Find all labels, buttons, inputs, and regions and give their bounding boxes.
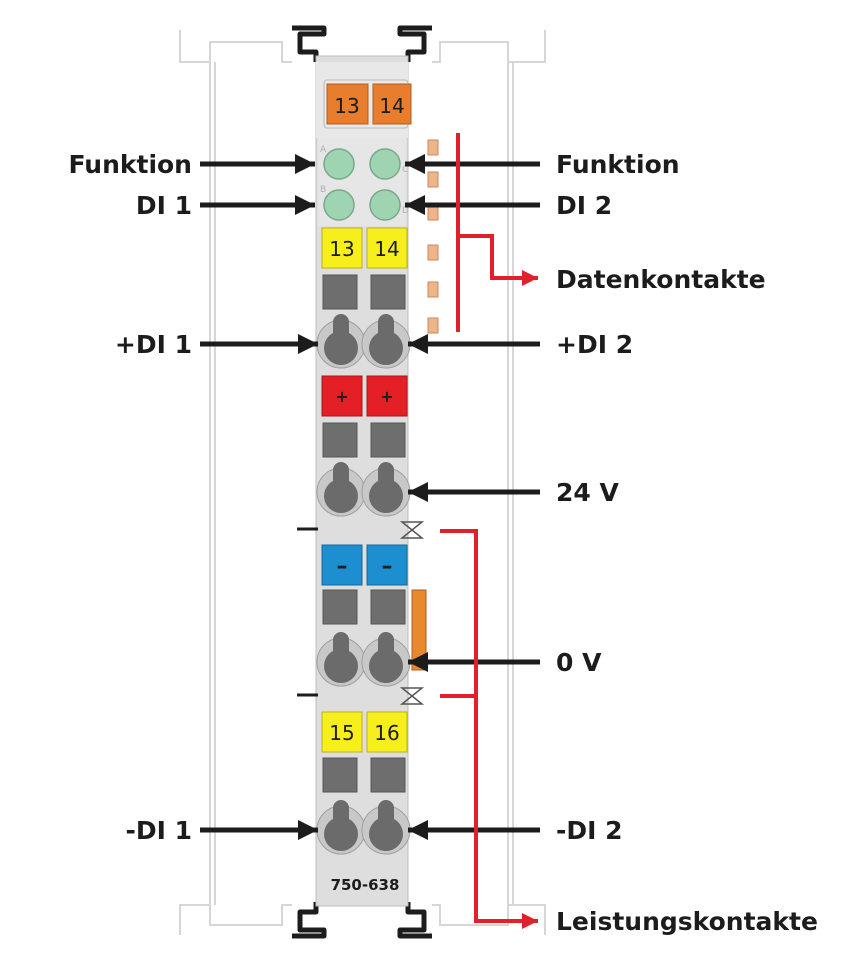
led-a-label: A bbox=[320, 145, 327, 155]
label-minus-di2: -DI 2 bbox=[556, 816, 623, 845]
top-marker-left-text: 13 bbox=[334, 94, 359, 118]
pointer-arrows bbox=[200, 154, 540, 840]
plus-right-text: + bbox=[380, 387, 393, 406]
led-a bbox=[323, 148, 355, 180]
power-section bbox=[297, 521, 427, 705]
clamp-openings bbox=[316, 314, 411, 855]
top-marker-right-text: 14 bbox=[379, 94, 404, 118]
tag-15-text: 15 bbox=[329, 721, 354, 745]
release-slots bbox=[322, 274, 406, 793]
label-plus-di2: +DI 2 bbox=[556, 330, 633, 359]
led-group: A B C D bbox=[320, 145, 409, 221]
data-contacts-bracket bbox=[456, 133, 538, 332]
led-d bbox=[369, 189, 401, 221]
minus-tags: – – bbox=[321, 544, 408, 586]
label-24v: 24 V bbox=[556, 478, 619, 507]
tag-13-text: 13 bbox=[329, 237, 354, 261]
led-b-label: B bbox=[320, 185, 326, 195]
minus-right-text: – bbox=[382, 554, 393, 579]
tag-16-text: 16 bbox=[374, 721, 399, 745]
label-datenkontakte: Datenkontakte bbox=[556, 265, 766, 294]
top-marker-strip: 13 14 bbox=[323, 79, 412, 129]
power-contacts-bracket bbox=[440, 529, 538, 929]
led-b bbox=[323, 189, 355, 221]
label-minus-di1: -DI 1 bbox=[125, 816, 192, 845]
label-di1: DI 1 bbox=[136, 191, 192, 220]
led-c bbox=[369, 148, 401, 180]
label-funktion-left: Funktion bbox=[68, 150, 192, 179]
plus-left-text: + bbox=[335, 387, 348, 406]
label-funktion-right: Funktion bbox=[556, 150, 680, 179]
tag-14-text: 14 bbox=[374, 237, 399, 261]
data-contacts bbox=[427, 139, 439, 334]
labels: Funktion DI 1 Funktion DI 2 Datenkontakt… bbox=[68, 150, 818, 936]
model-number: 750-638 bbox=[331, 876, 400, 894]
minus-left-text: – bbox=[337, 554, 348, 579]
label-0v: 0 V bbox=[556, 648, 602, 677]
label-plus-di1: +DI 1 bbox=[115, 330, 192, 359]
tag-row-2: 15 16 bbox=[321, 711, 408, 753]
label-di2: DI 2 bbox=[556, 191, 612, 220]
plus-tags: + + bbox=[321, 375, 408, 417]
label-leistungskontakte: Leistungskontakte bbox=[556, 907, 818, 936]
tag-row-1: 13 14 bbox=[321, 227, 408, 269]
